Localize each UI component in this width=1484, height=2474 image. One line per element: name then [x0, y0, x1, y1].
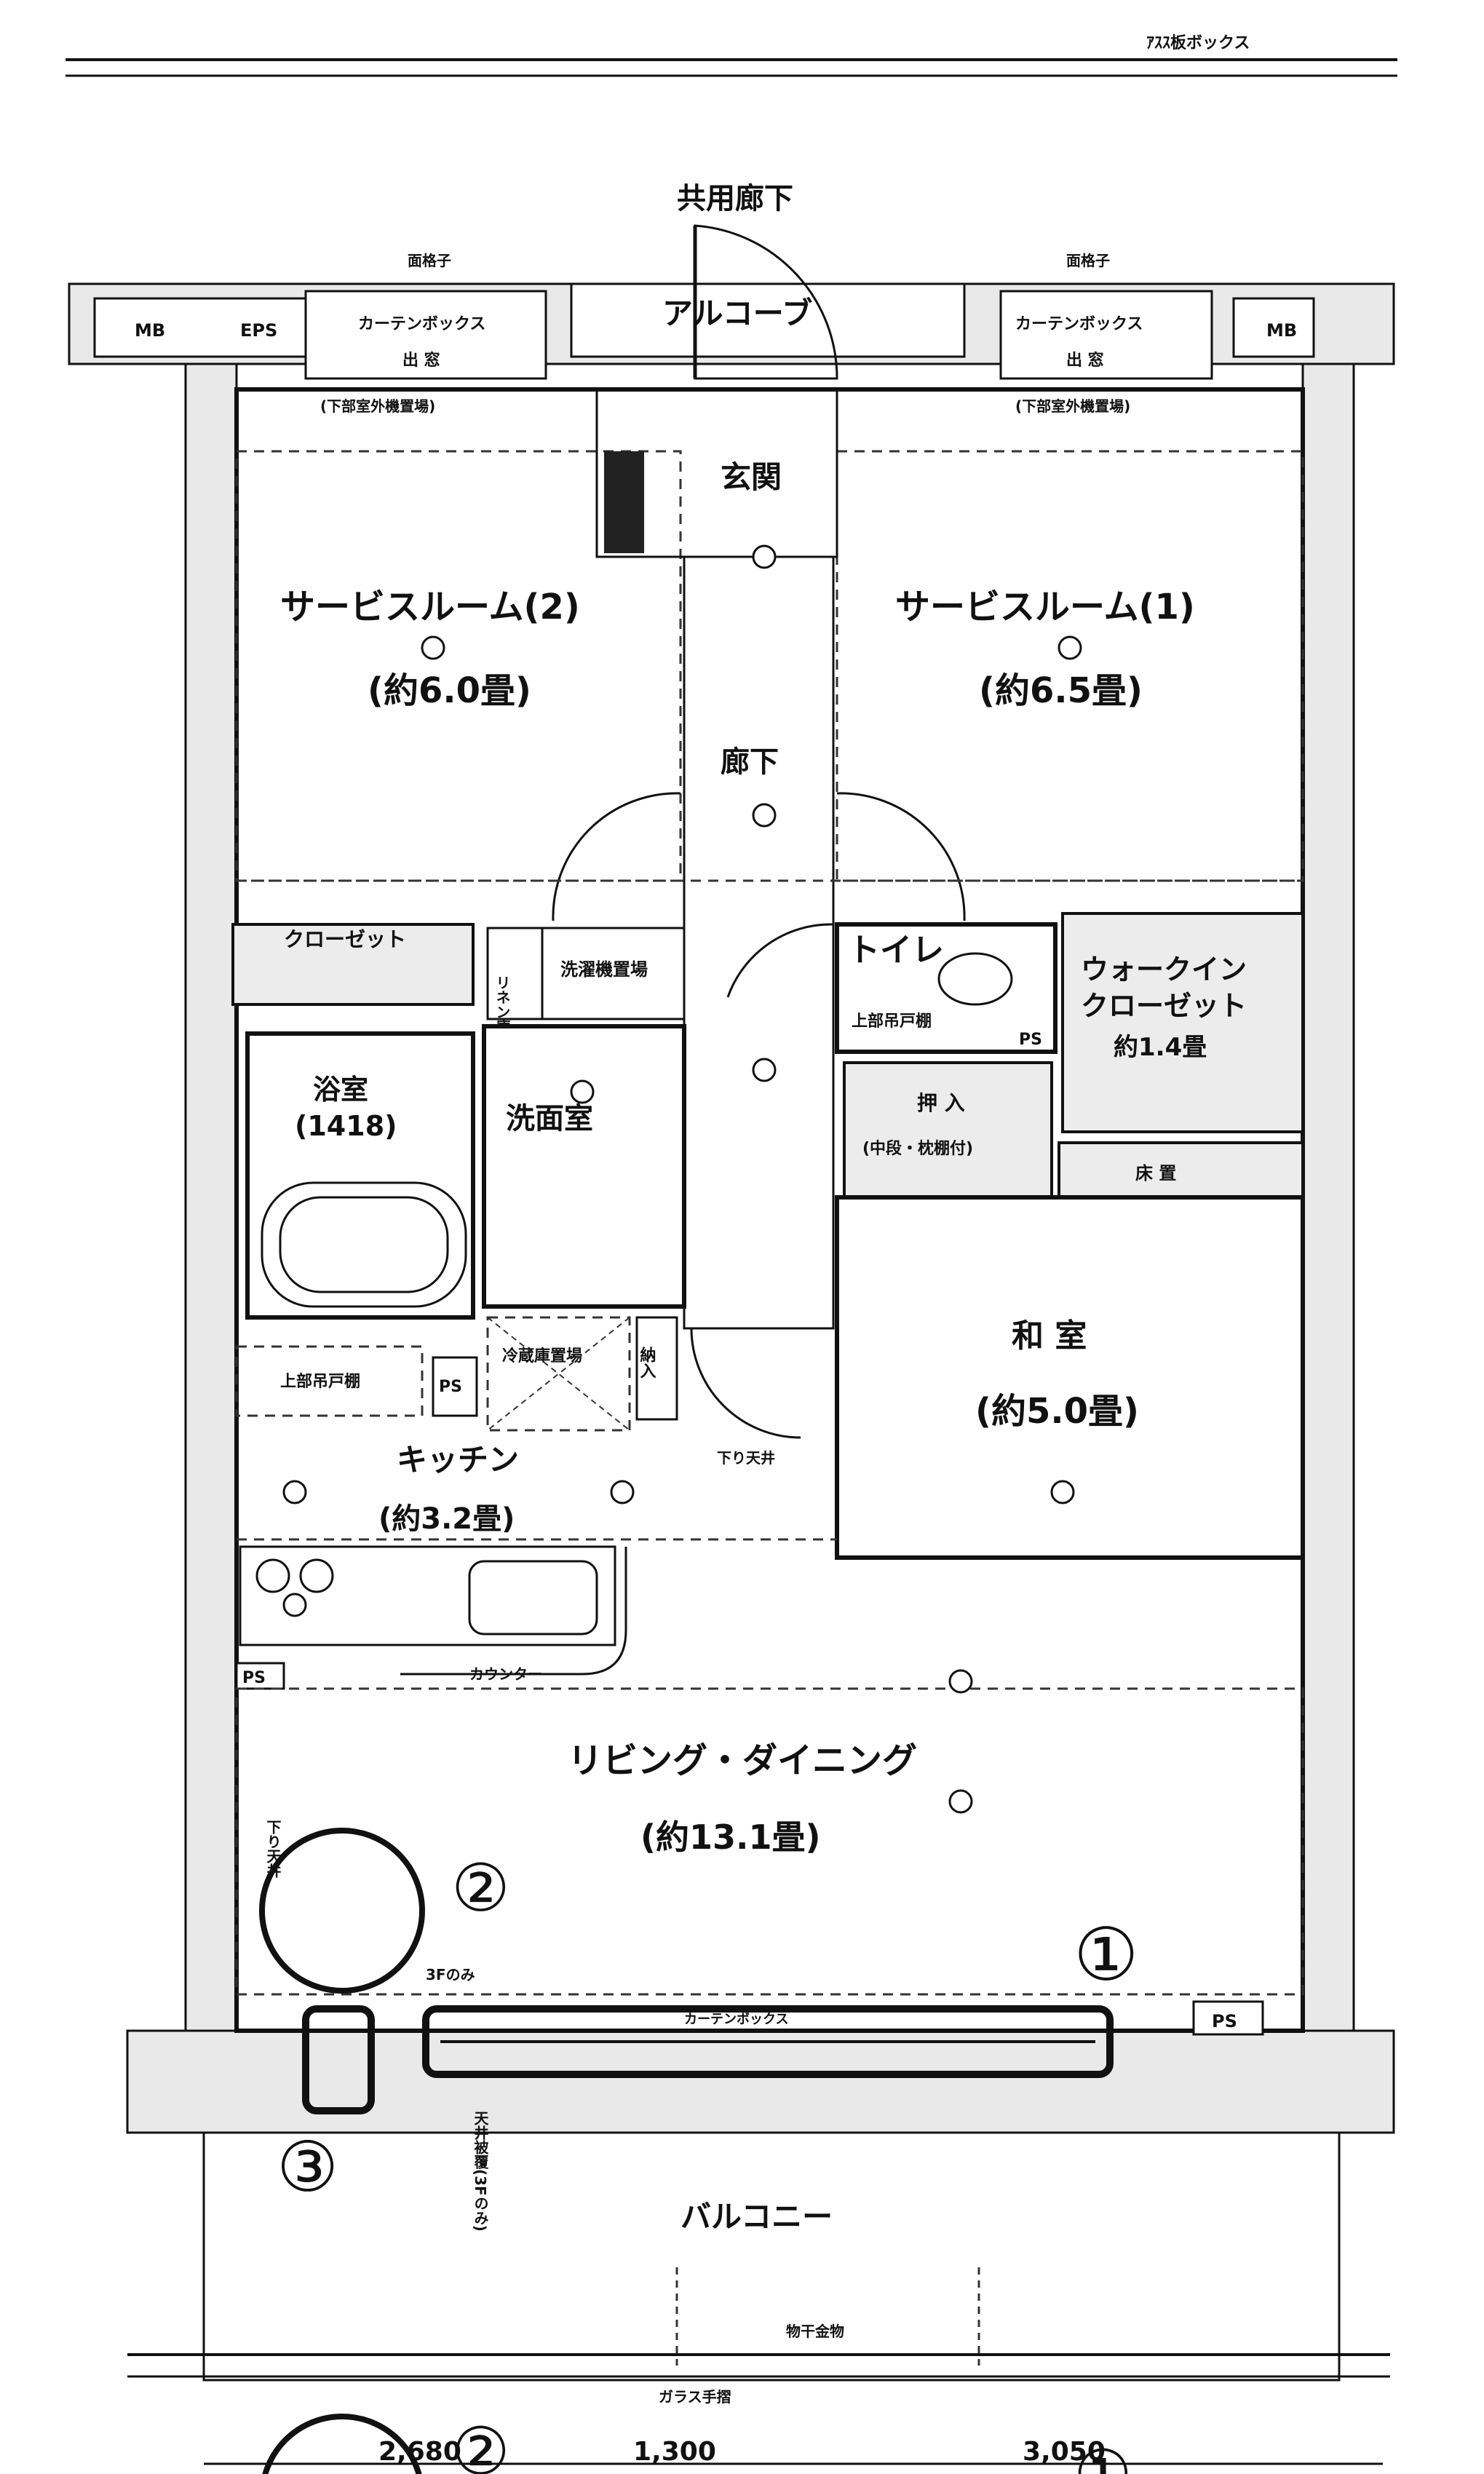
mb-right-label: MB — [1266, 320, 1297, 341]
marker-2b: ② — [451, 2414, 510, 2474]
window-left-label: 出 窓 — [402, 351, 440, 370]
counter-edge — [400, 1547, 627, 1676]
kitchen-sink — [468, 1560, 598, 1636]
curtain-box-left-label: カーテンボックス — [358, 315, 485, 333]
marker-circle-2-upper — [259, 1828, 425, 1994]
storage-label: 納入 — [638, 1346, 656, 1379]
curtain-box-right-label: カーテンボックス — [1015, 315, 1143, 333]
alcove-label: アルコーブ — [662, 296, 812, 331]
service-room-1 — [836, 450, 1304, 882]
counter-label: カウンター — [469, 1665, 542, 1683]
alcove — [570, 282, 966, 358]
service-room-2-name: サービスルーム(2) — [280, 587, 580, 627]
toilet-door — [726, 923, 834, 998]
header-rule — [66, 58, 1397, 77]
balcony-label: バルコニー — [681, 2199, 833, 2235]
upper-cabinet — [235, 1345, 424, 1417]
washer-space — [541, 927, 686, 1020]
toilet-storage-label: 上部吊戸棚 — [852, 1012, 932, 1031]
upper-cabinet-label: 上部吊戸棚 — [280, 1372, 360, 1391]
washitsu — [835, 1195, 1305, 1560]
mb-left-label: MB — [135, 320, 165, 341]
tokonoma-label: 床 置 — [1135, 1163, 1176, 1184]
marker-1b: ① — [1074, 2436, 1132, 2474]
railing-label: 物干金物 — [786, 2323, 844, 2340]
washitsu-name: 和 室 — [1012, 1317, 1087, 1355]
service-room-2-size: (約6.0畳) — [368, 670, 531, 711]
marker-2: ② — [451, 1850, 510, 1927]
ps-living-label: PS — [1212, 2011, 1237, 2031]
kitchen-size: (約3.2畳) — [378, 1502, 515, 1536]
washroom-label: 洗面室 — [506, 1102, 593, 1135]
curtain-box-label: カーテンボックス — [684, 2012, 788, 2027]
ps-toilet: PS — [1019, 1031, 1042, 1049]
ps-living — [1192, 2000, 1264, 2036]
marker-1: ① — [1074, 1912, 1139, 1997]
hall-label: 廊下 — [721, 745, 779, 779]
toilet-label: トイレ — [848, 932, 944, 969]
glass-label: ガラス手摺 — [659, 2388, 731, 2406]
balcony-note: 天井被覆(3Fのみ) — [472, 2111, 489, 2232]
living-dining — [235, 1687, 1304, 1996]
shoe-cabinet — [604, 451, 644, 553]
bath-size: (1418) — [295, 1110, 397, 1142]
storage-door — [690, 1328, 801, 1439]
marker-circle-2-lower — [262, 2414, 422, 2474]
washer-label: 洗濯機置場 — [560, 959, 648, 980]
mb-right-box — [1232, 297, 1315, 358]
storage — [635, 1316, 678, 1421]
dimension-1: 2,680 — [378, 2437, 461, 2467]
bath-name: 浴室 — [313, 1074, 368, 1106]
marker-3: ③ — [277, 2128, 338, 2208]
closet-label: クローゼット — [284, 927, 406, 951]
oshiire — [843, 1061, 1053, 1199]
oshiire-sub-label: (中段・枕棚付) — [862, 1139, 973, 1158]
dimension-3: 3,050 — [1023, 2437, 1106, 2467]
pantry-label: 冷蔵庫置場 — [502, 1347, 582, 1365]
ps-kitchen — [432, 1356, 478, 1417]
oshiire-label: 押 入 — [917, 1091, 965, 1115]
service-room-1-size: (約6.5畳) — [979, 670, 1143, 711]
bay-window-left — [304, 290, 547, 380]
lattice-left-label: 面格子 — [408, 252, 451, 269]
small-window — [302, 2005, 375, 2114]
hatch-label: 下り天井 — [717, 1449, 775, 1467]
service-room-1-door — [836, 792, 966, 921]
ceiling-note: 3Fのみ — [426, 1966, 475, 1983]
walk-in-closet — [1061, 912, 1304, 1133]
tokonoma — [1058, 1141, 1304, 1199]
eps-label: EPS — [240, 320, 277, 341]
linen — [486, 927, 544, 1020]
lower-left-label: (下部室外機置場) — [320, 397, 435, 415]
ps-counter — [235, 1662, 285, 1690]
wic-size: 約1.4畳 — [1114, 1033, 1207, 1062]
service-room-1-name: サービスルーム(1) — [895, 587, 1195, 627]
living-name: リビング・ダイニング — [568, 1740, 917, 1781]
service-room-2-door — [552, 792, 681, 921]
washitsu-size: (約5.0畳) — [975, 1391, 1139, 1432]
closet — [231, 923, 475, 1006]
lattice-right-label: 面格子 — [1066, 252, 1110, 269]
entry-door-swing — [694, 224, 838, 380]
living-size: (約13.1畳) — [640, 1817, 821, 1857]
ps-counter-label: PS — [242, 1669, 266, 1687]
window-right-label: 出 窓 — [1066, 351, 1104, 370]
balcony — [202, 2131, 1341, 2382]
corridor-label: 共用廊下 — [677, 182, 793, 215]
lower-right-label: (下部室外機置場) — [1015, 397, 1130, 415]
wic-line1: ウォークイン — [1081, 953, 1247, 986]
entrance-label: 玄関 — [721, 459, 782, 495]
dimension-2: 1,300 — [633, 2437, 716, 2467]
kitchen-name: キッチン — [397, 1442, 519, 1478]
washroom — [482, 1024, 686, 1309]
pantry — [486, 1316, 631, 1432]
header-label: ｱｽｽ板ボックス — [1146, 34, 1250, 52]
wic-line2: クローゼット — [1081, 990, 1247, 1022]
sliding-window — [422, 2005, 1114, 2078]
ps-kitchen-label: PS — [439, 1378, 462, 1396]
bay-window-right — [999, 290, 1213, 380]
light-fixtures — [282, 544, 1082, 1814]
